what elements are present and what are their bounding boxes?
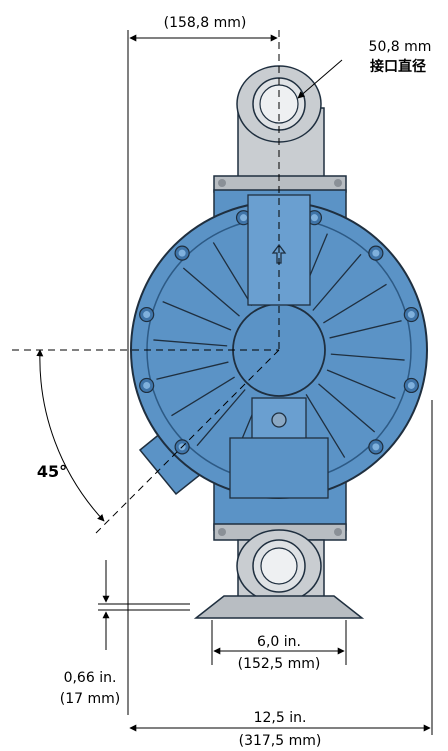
chamber-rib — [162, 301, 232, 331]
foot-height-in-label: 0,66 in. — [64, 670, 117, 686]
chamber-rib — [329, 320, 402, 339]
chamber-rib — [305, 394, 346, 458]
foot-height-mm-label: (17 mm) — [60, 691, 120, 707]
top-half-width-label: (158,8 mm) — [164, 15, 247, 31]
foot-spacing-in-label: 6,0 in. — [257, 634, 301, 650]
port-size-label: 50,8 mm — [369, 39, 432, 55]
outlet-manifold — [213, 65, 347, 193]
port-diameter-label: 接口直径 — [370, 58, 426, 75]
inlet-manifold — [193, 523, 365, 619]
chamber-bolt-head — [143, 311, 151, 319]
chamber-rib — [153, 339, 228, 347]
chamber-bolt-head — [178, 249, 186, 257]
chamber-rib — [312, 253, 362, 311]
overall-width-in-label: 12,5 in. — [254, 710, 307, 726]
overall-width-mm-label: (317,5 mm) — [239, 733, 322, 749]
chamber-bolt-head — [372, 249, 380, 257]
chamber-bolt-head — [240, 214, 248, 222]
foot-spacing-mm-label: (152,5 mm) — [238, 656, 321, 672]
chamber-rib — [171, 376, 235, 417]
chamber-rib — [196, 389, 246, 447]
chamber-rib — [323, 283, 387, 324]
chamber-rib — [182, 267, 240, 317]
dimension-lines — [12, 30, 433, 735]
dimension-labels: (158,8 mm) 50,8 mm 接口直径 45° 6,0 in. (152… — [37, 15, 432, 749]
chamber-bolt-head — [372, 443, 380, 451]
chamber-bolt-head — [407, 311, 415, 319]
chamber-bolt-head — [143, 381, 151, 389]
chamber-bolt-head — [407, 381, 415, 389]
chamber-rib — [326, 369, 396, 399]
chamber-bolt-head — [310, 214, 318, 222]
angle-label: 45° — [37, 462, 67, 481]
chamber-rib — [330, 353, 405, 361]
chamber-rib — [156, 361, 229, 380]
chamber-rib — [212, 242, 253, 306]
chamber-rib — [318, 383, 376, 433]
